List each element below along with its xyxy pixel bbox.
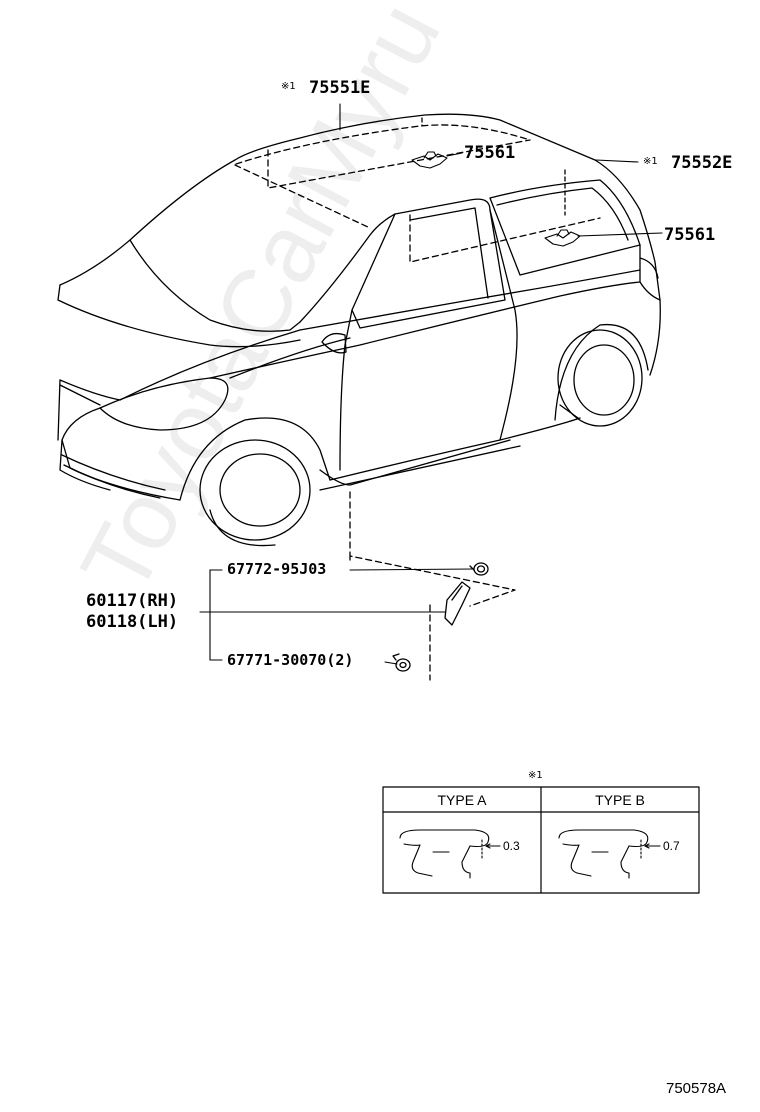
diagram-reference-code: 750578A (666, 1080, 727, 1097)
mudguard-lh-part-number[interactable]: 60118(LH) (86, 612, 179, 632)
roof-clip-lower-part-number[interactable]: 75561 (664, 225, 716, 245)
type-a-dimension: 0.3 (503, 839, 520, 853)
roof-molding-note-mark: ※1 (281, 81, 296, 92)
type-table-note-mark: ※1 (528, 770, 543, 781)
mudguard-dashed-leaders (349, 491, 516, 681)
type-a-profile-icon (399, 829, 501, 879)
type-b-header: TYPE B (595, 792, 645, 808)
mudguard-rh-part-number[interactable]: 60117(RH) (86, 591, 179, 611)
roof-molding-outline (267, 117, 601, 263)
type-b-dimension: 0.7 (663, 839, 680, 853)
car-body-outline (57, 113, 661, 547)
roof-clip-upper-icon (411, 151, 448, 169)
type-table-grid (382, 786, 700, 894)
roof-leader-lines (339, 103, 663, 237)
side-molding-note-mark: ※1 (643, 156, 658, 167)
mudguard-icon (444, 581, 471, 626)
callout-bracket (199, 568, 475, 665)
screw-part-number[interactable]: 67772-95J03 (227, 560, 327, 578)
roof-clip-upper-part-number[interactable]: 75561 (464, 143, 516, 163)
side-molding-part-number[interactable]: 75552E (671, 153, 733, 173)
roof-molding-part-number[interactable]: 75551E (309, 78, 371, 98)
roof-clip-lower-icon (544, 229, 581, 247)
type-a-header: TYPE A (437, 792, 487, 808)
type-b-profile-icon (558, 829, 661, 879)
clip-part-number[interactable]: 67771-30070(2) (227, 651, 354, 669)
clip-icon (392, 653, 411, 672)
